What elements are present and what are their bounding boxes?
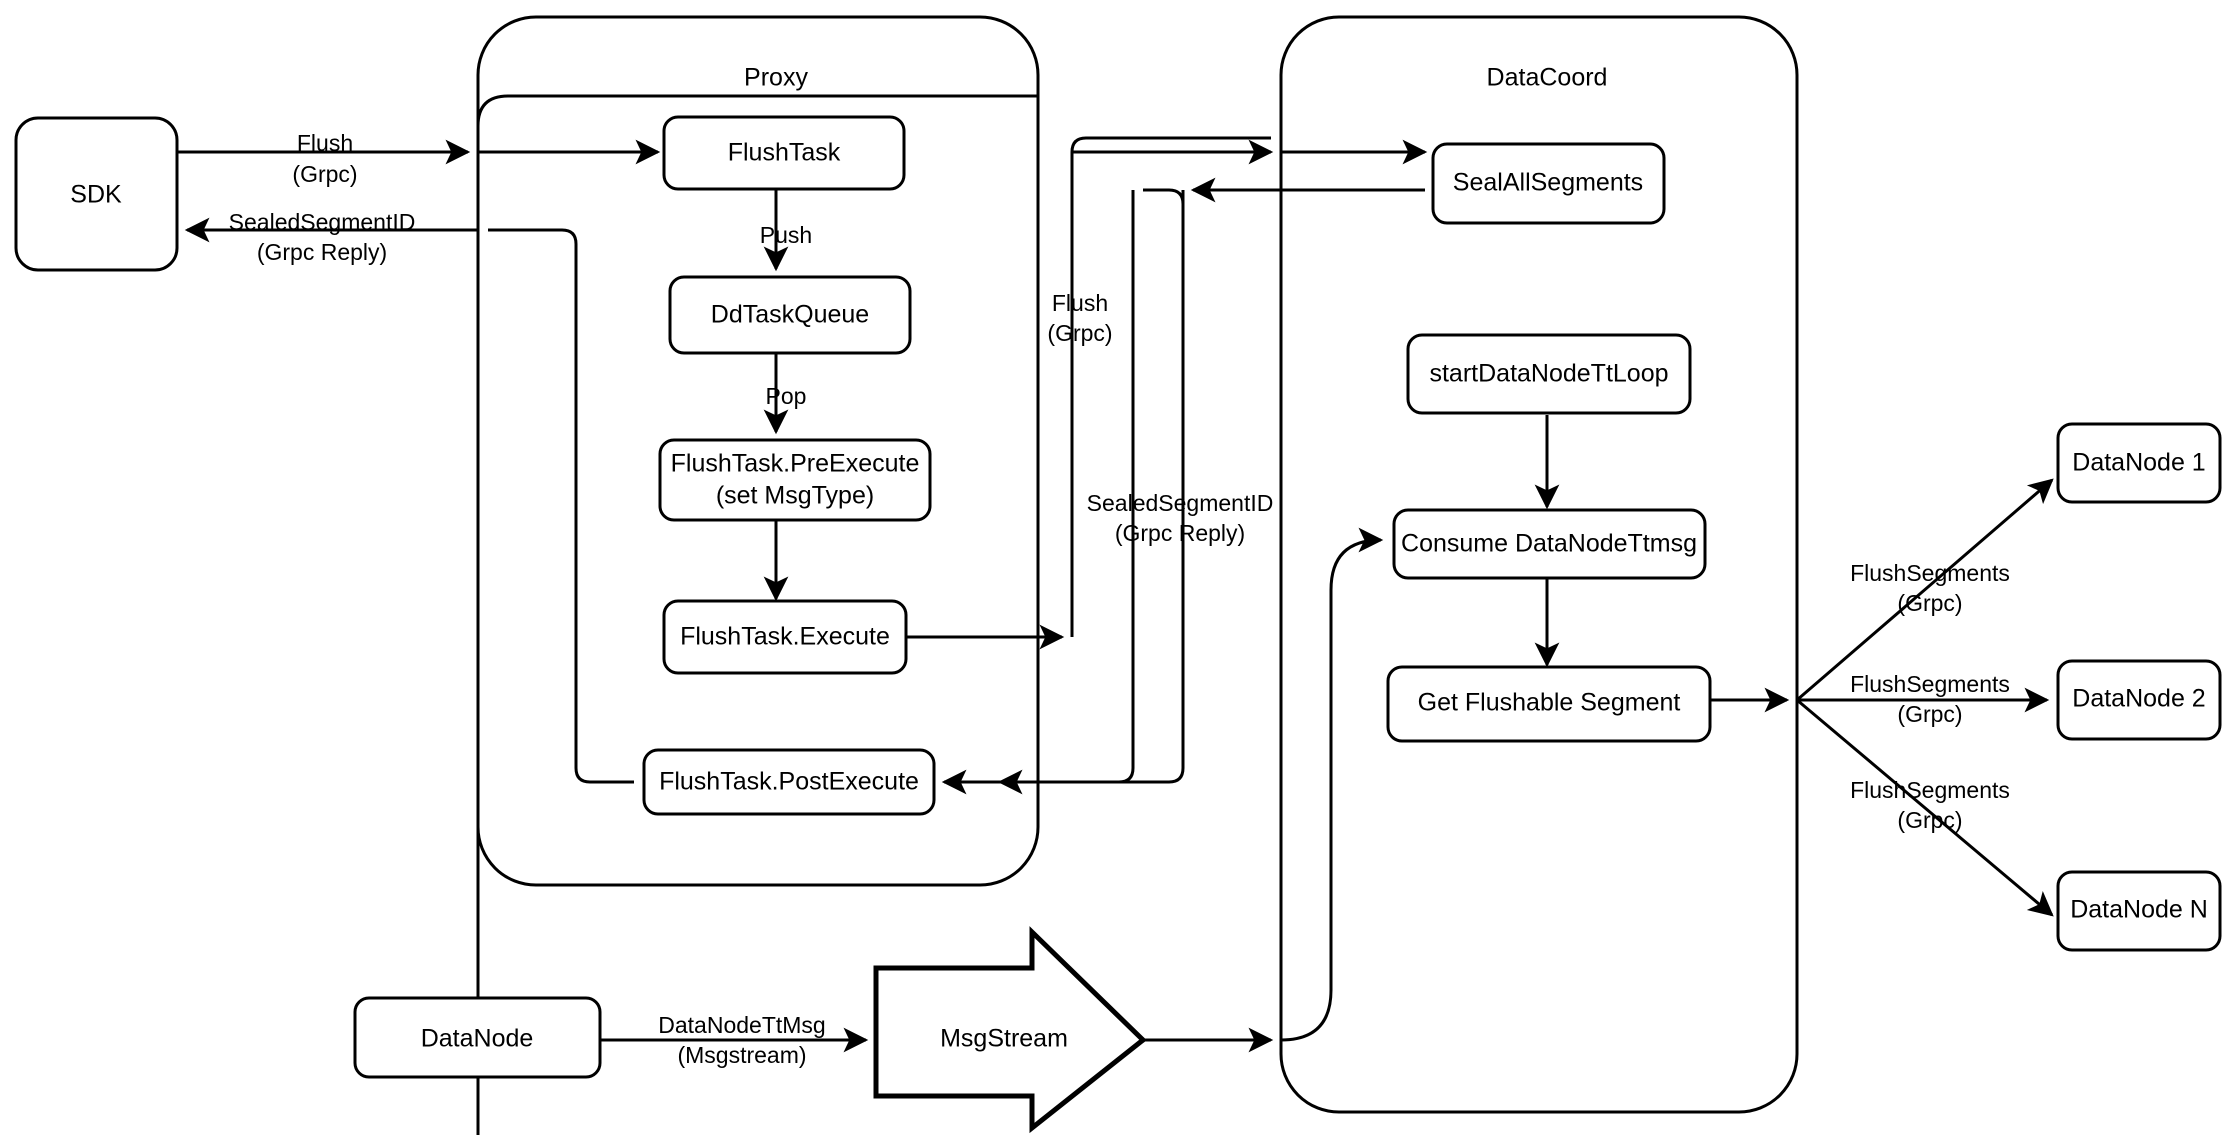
edge-label-push: Push — [760, 222, 812, 248]
sealedsegmentid-dc-line2: (Grpc Reply) — [1115, 520, 1245, 546]
msgstream-label: MsgStream — [940, 1025, 1068, 1053]
datacoord-container-label: DataCoord — [1487, 64, 1608, 92]
datanode-1-label: DataNode 1 — [2072, 449, 2205, 477]
node-datanode-n[interactable]: DataNode N — [2056, 870, 2222, 952]
edge-label-flush-segments-1: FlushSegments (Grpc) — [1850, 560, 2010, 616]
edge-label-flush-grpc-sdk: Flush (Grpc) — [292, 130, 357, 187]
edge-flush-grpc-pipe — [1070, 136, 1271, 637]
flush-segments-n-line2: (Grpc) — [1897, 807, 1962, 833]
edge-label-sealedsegmentid-datacoord: SealedSegmentID (Grpc Reply) — [1087, 490, 1274, 546]
node-datanode-source[interactable]: DataNode — [353, 996, 602, 1079]
flush-grpc-line1: Flush — [297, 130, 353, 156]
edge-label-flush-segments-n: FlushSegments (Grpc) — [1850, 777, 2010, 833]
dd-task-queue-label: DdTaskQueue — [711, 301, 869, 329]
node-flush-task[interactable]: FlushTask — [662, 115, 906, 191]
edge-hub-to-datanode-1 — [1796, 478, 2054, 702]
flush-grpc-dc-line2: (Grpc) — [1047, 320, 1112, 346]
node-start-datanode-tt-loop[interactable]: startDataNodeTtLoop — [1406, 333, 1692, 415]
flush-task-box[interactable] — [662, 115, 906, 191]
preexecute-box[interactable] — [658, 438, 932, 522]
sealedsegmentid-sdk-line2: (Grpc Reply) — [257, 239, 387, 265]
node-datanode-1[interactable]: DataNode 1 — [2056, 422, 2222, 504]
node-sdk[interactable]: SDK — [14, 116, 179, 272]
seal-all-segments-label: SealAllSegments — [1453, 169, 1643, 197]
preexecute-label-line1: FlushTask.PreExecute — [671, 450, 920, 478]
flush-segments-n-line1: FlushSegments — [1850, 777, 2010, 803]
datanode-1-box[interactable] — [2056, 422, 2222, 504]
edge-proxy-left-pipe — [476, 94, 1038, 1135]
seal-all-segments-box[interactable] — [1431, 142, 1666, 225]
node-datanode-2[interactable]: DataNode 2 — [2056, 659, 2222, 741]
flush-grpc-line2: (Grpc) — [292, 161, 357, 187]
flush-grpc-dc-line1: Flush — [1052, 290, 1108, 316]
datanode-tt-msg-line1: DataNodeTtMsg — [658, 1012, 825, 1038]
node-get-flushable-segment[interactable]: Get Flushable Segment — [1386, 665, 1712, 743]
start-datanode-tt-loop-label: startDataNodeTtLoop — [1429, 360, 1668, 388]
start-datanode-tt-loop-box[interactable] — [1406, 333, 1692, 415]
msgstream-arrow-shape[interactable] — [873, 926, 1147, 1134]
datanode-2-label: DataNode 2 — [2072, 685, 2205, 713]
preexecute-label-line2: (set MsgType) — [716, 482, 874, 510]
edge-label-flush-segments-2: FlushSegments (Grpc) — [1850, 671, 2010, 727]
sealedsegmentid-dc-line1: SealedSegmentID — [1087, 490, 1274, 516]
execute-box[interactable] — [662, 599, 908, 675]
edge-label-flush-grpc-datacoord: Flush (Grpc) — [1047, 290, 1112, 346]
datanode-n-box[interactable] — [2056, 870, 2222, 952]
flush-segments-2-line1: FlushSegments — [1850, 671, 2010, 697]
dd-task-queue-box[interactable] — [668, 275, 912, 355]
postexecute-label: FlushTask.PostExecute — [659, 768, 919, 796]
node-dd-task-queue[interactable]: DdTaskQueue — [668, 275, 912, 355]
node-seal-all-segments[interactable]: SealAllSegments — [1431, 142, 1666, 225]
node-flushtask-execute[interactable]: FlushTask.Execute — [662, 599, 908, 675]
flush-task-label: FlushTask — [728, 139, 841, 167]
flush-segments-2-line2: (Grpc) — [1897, 701, 1962, 727]
datanode-n-label: DataNode N — [2070, 896, 2208, 924]
postexecute-box[interactable] — [642, 748, 936, 816]
node-msgstream[interactable]: MsgStream — [873, 926, 1147, 1134]
edge-reply-pipe-to-postexecute — [941, 190, 1185, 795]
edge-label-sealedsegmentid-sdk: SealedSegmentID (Grpc Reply) — [229, 209, 416, 265]
edge-postexecute-to-sdk-path — [488, 228, 634, 784]
edge-datacoord-boundary-to-consume — [1280, 527, 1384, 1042]
datanode-2-box[interactable] — [2056, 659, 2222, 741]
execute-label: FlushTask.Execute — [680, 623, 890, 651]
edge-hub-to-datanode-n — [1796, 698, 2054, 917]
sdk-box[interactable] — [14, 116, 179, 272]
consume-datanode-ttmsg-label: Consume DataNodeTtmsg — [1401, 530, 1697, 558]
consume-datanode-ttmsg-box[interactable] — [1392, 508, 1707, 580]
datanode-source-box[interactable] — [353, 996, 602, 1079]
sealedsegmentid-sdk-line1: SealedSegmentID — [229, 209, 416, 235]
node-flushtask-preexecute[interactable]: FlushTask.PreExecute (set MsgType) — [658, 438, 932, 522]
flush-segments-1-line2: (Grpc) — [1897, 590, 1962, 616]
sdk-label: SDK — [70, 181, 122, 209]
edge-reply-corner — [1143, 188, 1185, 205]
flush-segments-1-line1: FlushSegments — [1850, 560, 2010, 586]
edge-reply-pipe-secondary — [997, 190, 1135, 795]
proxy-container-label: Proxy — [744, 64, 808, 92]
node-consume-datanode-ttmsg[interactable]: Consume DataNodeTtmsg — [1392, 508, 1707, 580]
get-flushable-segment-label: Get Flushable Segment — [1418, 689, 1681, 717]
datanode-source-label: DataNode — [421, 1025, 534, 1053]
datanode-tt-msg-line2: (Msgstream) — [677, 1042, 806, 1068]
node-flushtask-postexecute[interactable]: FlushTask.PostExecute — [642, 748, 936, 816]
edge-label-datanode-tt-msg: DataNodeTtMsg (Msgstream) — [658, 1012, 825, 1068]
get-flushable-segment-box[interactable] — [1386, 665, 1712, 743]
edge-label-pop: Pop — [766, 383, 807, 409]
